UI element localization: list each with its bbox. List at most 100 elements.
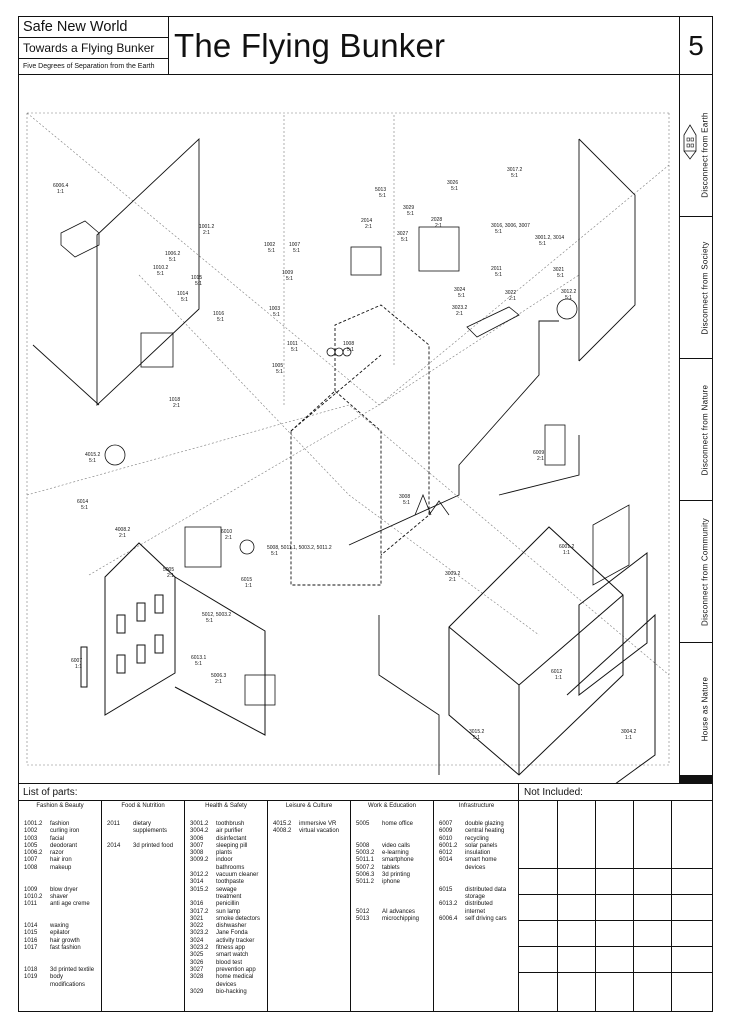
- parts-code: [439, 872, 465, 879]
- parts-row: [356, 828, 432, 835]
- part-label: 5006.32:1: [211, 673, 227, 685]
- part-label: 1006.25:1: [165, 251, 181, 263]
- parts-name: [50, 960, 100, 967]
- parts-code: 5012: [356, 908, 370, 915]
- parts-code: 1011: [24, 901, 37, 908]
- parts-name: [382, 836, 432, 843]
- parts-name: [465, 872, 515, 879]
- part-code: 6010: [221, 529, 232, 535]
- parts-name: smartphone: [382, 857, 414, 864]
- parts-row: 1006.2 razor: [24, 850, 100, 857]
- parts-code: 1010.2: [24, 893, 43, 900]
- parts-name: razor: [50, 850, 64, 857]
- parts-code: 1009: [24, 886, 38, 893]
- part-code: 6001.2: [559, 544, 575, 550]
- part-code: 3015.2: [469, 729, 485, 735]
- part-code: 3024: [454, 287, 465, 293]
- parts-category-heading: Work & Education: [368, 803, 416, 809]
- parts-name: fashion: [50, 821, 70, 827]
- part-label: 6006.41:1: [53, 183, 69, 195]
- part-code: 4015.2: [85, 452, 101, 458]
- part-scale: 5:1: [206, 618, 213, 624]
- parts-name: smart watch: [216, 952, 249, 959]
- parts-code: 1006.2: [24, 850, 43, 857]
- sidebar-section-nature: Disconnect from Nature: [680, 359, 713, 501]
- parts-code: 3001.2: [190, 821, 209, 827]
- parts-code: [24, 960, 50, 967]
- part-code: 6009: [533, 450, 544, 456]
- parts-name: solar panels: [465, 842, 498, 849]
- part-code: 1001.2: [199, 224, 215, 230]
- parts-name: dietary: [133, 821, 152, 827]
- drawing-sheet: Safe New World Towards a Flying Bunker F…: [18, 16, 713, 1012]
- parts-name: penicillin: [216, 901, 240, 908]
- part-label: 1001.22:1: [199, 224, 215, 236]
- sidebar-label-house: House as Nature: [700, 676, 710, 742]
- part-code: 3008: [399, 494, 410, 500]
- parts-row: 6006.4 self driving cars: [439, 916, 515, 923]
- construction-lines: [26, 112, 670, 766]
- part-code: 6006.4: [53, 183, 69, 189]
- parts-name: body: [50, 974, 64, 981]
- parts-name: video calls: [382, 842, 411, 849]
- part-label: 5012, 5003.25:1: [202, 612, 231, 624]
- parts-name: plants: [216, 850, 233, 857]
- sidebar-black-bar: [680, 775, 713, 783]
- parts-row: storage: [439, 894, 515, 901]
- part-code: 1008: [343, 341, 354, 347]
- parts-row: [356, 901, 432, 908]
- parts-code: 3017.2: [190, 908, 209, 915]
- sidebar-section-community: Disconnect from Community: [680, 501, 713, 643]
- parts-code: [190, 982, 216, 989]
- parts-code: 6006.4: [439, 915, 458, 922]
- part-scale: 5:1: [565, 295, 572, 301]
- parts-code: 3027: [190, 966, 204, 973]
- parts-name: 3d printed textile: [50, 966, 95, 973]
- series-subtitle: Towards a Flying Bunker: [19, 38, 169, 59]
- parts-code: 3028: [190, 974, 204, 981]
- parts-code: 3014: [190, 879, 204, 886]
- part-scale: 5:1: [268, 248, 275, 254]
- part-scale: 5:1: [271, 551, 278, 557]
- part-scale: 5:1: [181, 297, 188, 303]
- parts-row: [356, 887, 432, 894]
- parts-name: 3d printed food: [133, 842, 174, 849]
- part-label: 1010.25:1: [153, 265, 169, 277]
- part-scale: 2:1: [509, 296, 516, 302]
- parts-code: 3023.2: [190, 945, 209, 952]
- parts-category-heading: Infrastructure: [458, 803, 495, 809]
- parts-name: self driving cars: [465, 915, 507, 922]
- parts-name: toothpaste: [216, 879, 245, 886]
- part-scale: 5:1: [451, 186, 458, 192]
- part-scale: 5:1: [347, 347, 354, 353]
- part-code: 3004.2: [621, 729, 637, 735]
- parts-code: 6010: [439, 835, 453, 842]
- parts-name: makeup: [50, 864, 72, 871]
- parts-name: recycling: [465, 835, 489, 842]
